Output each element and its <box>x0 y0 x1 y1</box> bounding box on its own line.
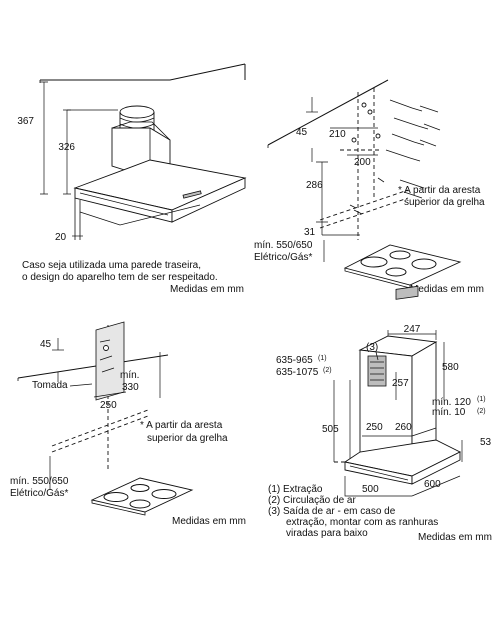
sup-2b: (2) <box>477 408 486 415</box>
canopy <box>343 439 462 485</box>
wall-plugs <box>349 99 441 209</box>
sup-2: (2) <box>323 367 332 374</box>
dim-min-10: mín. 10 <box>432 407 466 418</box>
cooktop <box>343 244 462 289</box>
legend-recirculation: (2) Circulação de ar <box>268 495 356 506</box>
legend-air-outlet-line2: extração, montar com as ranhuras <box>286 517 438 528</box>
dim-257: 257 <box>392 378 409 389</box>
dim-330: 330 <box>122 382 139 393</box>
dim-min-120: mín. 120 <box>432 397 471 408</box>
hood-side-view: 367 326 20 Caso seja utilizada uma pared… <box>17 63 247 295</box>
dim-286: 286 <box>306 180 323 191</box>
ceiling-line <box>17 354 169 379</box>
wall-mounting-view: 45 210 200 286 31 * A partir da <box>254 79 485 295</box>
units-label: Medidas em mm <box>418 532 492 543</box>
socket-label: Tomada <box>32 380 68 391</box>
dim-20: 20 <box>55 232 67 243</box>
dim-635-965: 635-965 <box>276 355 313 366</box>
hob-distance-line1: mín. 550/650 <box>10 476 69 487</box>
footnote-line1: * A partir da aresta <box>140 420 223 431</box>
dim-260: 260 <box>395 422 412 433</box>
canopy <box>73 159 247 223</box>
footnote-line1: * A partir da aresta <box>398 185 481 196</box>
rear-wall-note-line1: Caso seja utilizada uma parede traseira, <box>22 260 201 271</box>
dim-250: 250 <box>366 422 383 433</box>
dim-45: 45 <box>296 127 308 138</box>
dim-210: 210 <box>329 129 346 140</box>
dim-635-1075: 635-1075 <box>276 367 319 378</box>
dim-500: 500 <box>362 484 379 495</box>
legend-air-outlet-line1: (3) Saída de ar - em caso de <box>268 506 396 517</box>
rear-wall-note-line2: o design do aparelho tem de ser respeita… <box>22 272 218 283</box>
units-label: Medidas em mm <box>170 284 244 295</box>
chimney-area <box>95 321 125 401</box>
hob-distance-line1: mín. 550/650 <box>254 240 313 251</box>
units-label: Medidas em mm <box>410 284 484 295</box>
hob-distance-line2: Elétrico/Gás* <box>10 488 68 499</box>
legend: (1) Extração (2) Circulação de ar (3) Sa… <box>268 484 438 539</box>
units-label: Medidas em mm <box>172 516 246 527</box>
dim-600: 600 <box>424 479 441 490</box>
dim-31: 31 <box>304 227 316 238</box>
ceiling-line <box>40 63 246 81</box>
callout-3: (3) <box>366 342 378 353</box>
dim-505: 505 <box>322 424 339 435</box>
cooktop <box>90 477 194 516</box>
dim-580: 580 <box>442 362 459 373</box>
hob-distance-line2: Elétrico/Gás* <box>254 252 312 263</box>
legend-extraction: (1) Extração <box>268 484 323 495</box>
dim-250: 250 <box>100 400 117 411</box>
sup-1: (1) <box>318 355 327 362</box>
chimney <box>358 285 438 453</box>
dim-min: mín. <box>120 370 139 381</box>
dim-247: 247 <box>404 324 421 335</box>
sup-1b: (1) <box>477 396 486 403</box>
socket-position-view: 45 Tomada mín. 330 250 * A partir da are… <box>10 321 246 527</box>
ceiling-line <box>267 79 389 146</box>
air-outlet-slots <box>367 355 387 387</box>
dim-326: 326 <box>58 142 75 153</box>
dim-45: 45 <box>40 339 52 350</box>
footnote-line2: superior da grelha <box>404 197 485 208</box>
dim-53: 53 <box>480 437 492 448</box>
legend-air-outlet-line3: viradas para baixo <box>286 528 368 539</box>
footnote-line2: superior da grelha <box>147 433 228 444</box>
dim-367: 367 <box>17 116 34 127</box>
front-view-dimensions: 247 (3) 635-965 (1) 635-1075 (2) 580 257… <box>268 285 492 543</box>
dim-200: 200 <box>354 157 371 168</box>
control-panel <box>182 190 202 199</box>
